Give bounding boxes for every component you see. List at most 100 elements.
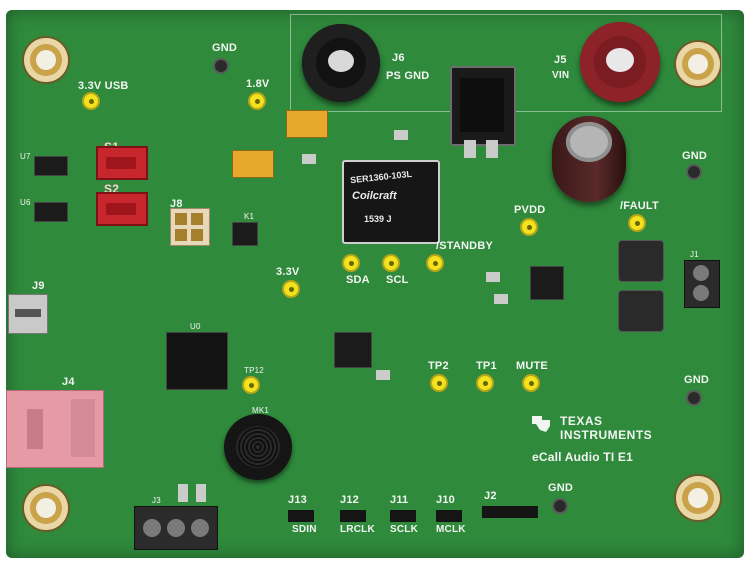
passive-component — [494, 294, 508, 304]
ti-logo-line2: INSTRUMENTS — [560, 428, 653, 442]
ti-logo-line1: TEXAS — [560, 414, 603, 428]
gnd-bottom-post — [552, 498, 568, 514]
inductor-text-1: SER1360-103L — [349, 168, 413, 186]
j11-header[interactable] — [390, 510, 416, 522]
tantalum-capacitor-top — [286, 110, 328, 138]
passive-component — [486, 272, 500, 282]
sda-testpoint — [342, 254, 360, 272]
j1-label: J1 — [690, 250, 699, 259]
inductor-text-3: 1539 J — [364, 214, 392, 224]
j10-label: J10 — [436, 494, 455, 506]
gnd-right2-label: GND — [684, 374, 710, 386]
mounting-hole-top-left — [24, 38, 68, 82]
j3-terminal-block[interactable] — [134, 506, 218, 550]
sda-label: SDA — [346, 274, 370, 286]
tp2-testpoint — [430, 374, 448, 392]
u0-microcontroller — [166, 332, 228, 390]
j5-red-binding-post — [580, 22, 660, 102]
gnd-right-post — [686, 164, 702, 180]
codec-chip — [334, 332, 372, 368]
standby-label: /STANDBY — [436, 240, 494, 252]
gnd-bottom-label: GND — [548, 482, 574, 494]
mounting-hole-top-right — [676, 42, 720, 86]
s2-button[interactable] — [96, 192, 148, 226]
tp2-label: TP2 — [428, 360, 449, 372]
vin-label: VIN — [552, 70, 570, 81]
j6-black-binding-post — [302, 24, 380, 102]
gnd-top-label: GND — [212, 42, 238, 54]
passive-component — [394, 130, 408, 140]
tp12-testpoint — [242, 376, 260, 394]
inductor-text-2: Coilcraft — [352, 190, 397, 202]
j3-label: J3 — [152, 496, 161, 505]
tp12-label: TP12 — [244, 366, 264, 375]
gnd-right-label: GND — [682, 150, 708, 162]
u0-label: U0 — [190, 322, 201, 331]
mk1-label: MK1 — [252, 406, 270, 415]
gnd-top-post — [213, 58, 229, 74]
gnd-right2-post — [686, 390, 702, 406]
usb-33v-label: 3.3V USB — [78, 80, 129, 92]
j9-label: J9 — [32, 280, 45, 292]
passive-component — [196, 484, 206, 502]
pvdd-label: PVDD — [514, 204, 546, 216]
s1-button[interactable] — [96, 146, 148, 180]
j12-header[interactable] — [340, 510, 366, 522]
j13-header[interactable] — [288, 510, 314, 522]
passive-component — [376, 370, 390, 380]
regulator-pad-right — [486, 140, 498, 158]
mounting-hole-bottom-left — [24, 486, 68, 530]
ti-logo-icon — [528, 412, 556, 436]
scl-testpoint — [382, 254, 400, 272]
u6-chip — [34, 202, 68, 222]
amplifier-ic — [530, 266, 564, 300]
output-inductor-bottom — [618, 290, 664, 332]
u7-chip — [34, 156, 68, 176]
j13-label: J13 — [288, 494, 307, 506]
u6-label: U6 — [20, 198, 31, 207]
mute-testpoint — [522, 374, 540, 392]
power-regulator — [450, 66, 516, 146]
mute-label: MUTE — [516, 360, 548, 372]
passive-component — [178, 484, 188, 502]
j9-usb-connector[interactable] — [8, 294, 48, 334]
output-inductor-top — [618, 240, 664, 282]
board-title: eCall Audio TI E1 — [532, 450, 633, 464]
v33-label: 3.3V — [276, 266, 300, 278]
j5-label: J5 — [554, 54, 567, 66]
electrolytic-capacitor — [552, 116, 626, 202]
k1-chip — [232, 222, 258, 246]
j10-header[interactable] — [436, 510, 462, 522]
k1-label: K1 — [244, 212, 255, 221]
j11-label: J11 — [390, 494, 409, 506]
v18-label: 1.8V — [246, 78, 270, 90]
v18-testpoint — [248, 92, 266, 110]
j2-header[interactable] — [482, 506, 538, 518]
mclk-label: MCLK — [436, 524, 466, 535]
sdin-label: SDIN — [292, 524, 317, 535]
tp1-testpoint — [476, 374, 494, 392]
pcb-board: GND 3.3V USB 1.8V J6 PS GND J5 VIN GND S… — [6, 10, 744, 558]
passive-component — [302, 154, 316, 164]
j4-audio-jack[interactable] — [6, 390, 104, 468]
j12-label: J12 — [340, 494, 359, 506]
v33-testpoint — [282, 280, 300, 298]
ps-gnd-label: PS GND — [386, 70, 430, 82]
usb-33v-testpoint — [82, 92, 100, 110]
mk1-microphone — [224, 414, 292, 480]
scl-label: SCL — [386, 274, 409, 286]
tp1-label: TP1 — [476, 360, 497, 372]
lrclk-label: LRCLK — [340, 524, 375, 535]
j4-label: J4 — [62, 376, 75, 388]
fault-testpoint — [628, 214, 646, 232]
j1-terminal-block[interactable] — [684, 260, 720, 308]
u7-label: U7 — [20, 152, 31, 161]
standby-testpoint — [426, 254, 444, 272]
coilcraft-inductor: SER1360-103L Coilcraft 1539 J — [342, 160, 440, 244]
j2-label: J2 — [484, 490, 497, 502]
pvdd-testpoint — [520, 218, 538, 236]
j6-label: J6 — [392, 52, 405, 64]
j8-jumper-block[interactable] — [170, 208, 210, 246]
tantalum-capacitor-left — [232, 150, 274, 178]
regulator-pad-left — [464, 140, 476, 158]
